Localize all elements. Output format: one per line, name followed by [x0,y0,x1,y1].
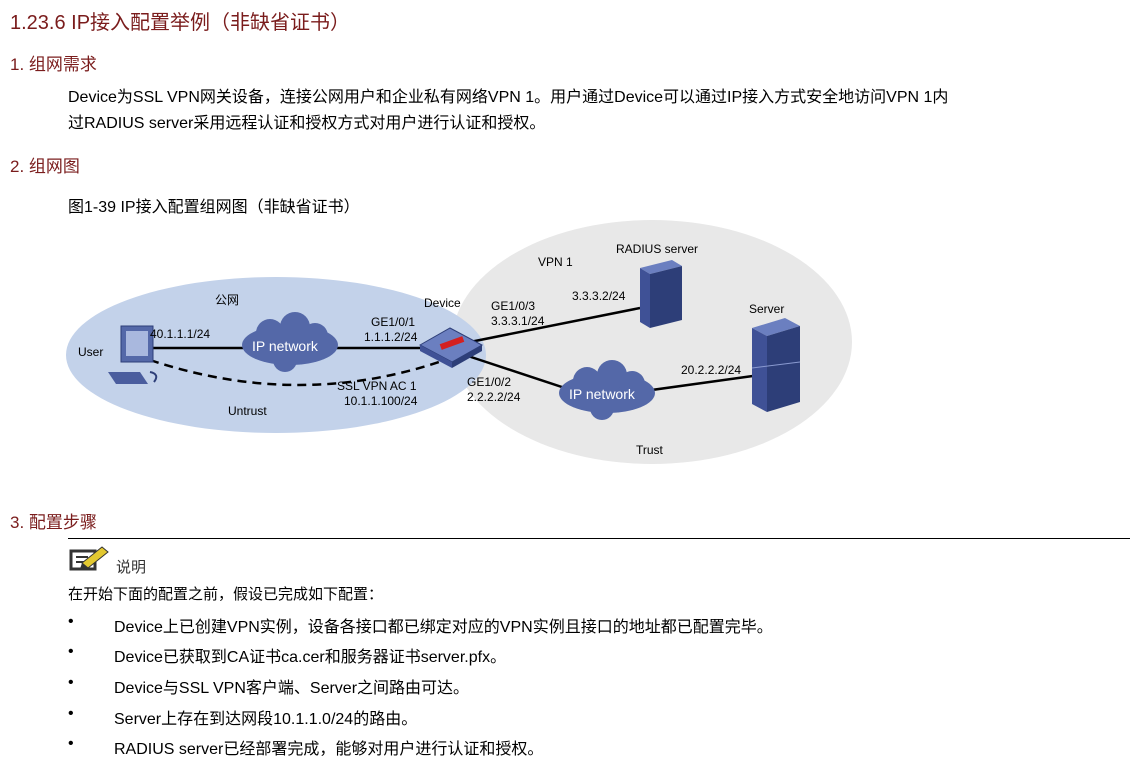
bullet-icon: • [68,643,74,660]
bullet-icon: • [68,705,74,722]
label-cloud-1: IP network [252,338,319,354]
label-user: User [78,345,103,359]
link-device-cloud [464,353,581,395]
section-heading-requirements: 1. 组网需求 [10,55,97,74]
ip-network-cloud-1 [242,312,338,372]
bullet-icon: • [68,674,74,691]
note-intro: 在开始下面的配置之前，假设已完成如下配置： [68,585,384,603]
label-ge102-ip: 2.2.2.2/24 [467,390,521,404]
label-radius: RADIUS server [616,242,698,256]
label-public-net: 公网 [215,293,239,307]
label-ge103: GE1/0/3 [491,299,535,313]
label-ge103-ip: 3.3.3.1/24 [491,314,545,328]
note-title: 说明 [116,558,147,576]
requirement-line-1: Device为SSL VPN网关设备，连接公网用户和企业私有网络VPN 1。用户… [68,89,949,106]
section-heading-steps: 3. 配置步骤 [10,513,97,532]
radius-server-icon [640,260,682,328]
label-server: Server [749,302,784,316]
label-trust: Trust [636,443,664,457]
bullet-icon: • [68,735,74,752]
figure-caption: 图1-39 IP接入配置组网图（非缺省证书） [68,199,360,216]
ip-network-cloud-2 [559,360,655,420]
server-icon [751,318,801,412]
network-diagram: 公网 User 40.1.1.1/24 IP network GE1/0/1 1… [66,220,852,464]
label-device: Device [424,296,461,310]
label-vpn1: VPN 1 [538,255,573,269]
label-ge101: GE1/0/1 [371,315,415,329]
label-ge101-ip: 1.1.1.2/24 [364,330,418,344]
label-sslvpn-ac-ip: 10.1.1.100/24 [344,394,418,408]
label-ge102: GE1/0/2 [467,375,511,389]
requirement-line-2: 过RADIUS server采用远程认证和授权方式对用户进行认证和授权。 [68,115,546,132]
label-radius-ip: 3.3.3.2/24 [572,289,626,303]
user-pc-icon [108,325,158,384]
page-title: 1.23.6 IP接入配置举例（非缺省证书） [10,12,351,34]
label-server-ip: 20.2.2.2/24 [681,363,741,377]
label-cloud-2: IP network [569,386,636,402]
link-device-radius [469,306,641,344]
note-pencil-icon [69,546,109,571]
device-firewall-icon [418,327,484,368]
label-sslvpn-ac: SSL VPN AC 1 [337,379,417,393]
section-heading-diagram: 2. 组网图 [10,157,80,176]
divider [68,538,1130,539]
label-untrust: Untrust [228,404,267,418]
sslvpn-tunnel [149,358,446,387]
label-user-ip: 40.1.1.1/24 [150,327,210,341]
bullet-icon: • [68,613,74,630]
